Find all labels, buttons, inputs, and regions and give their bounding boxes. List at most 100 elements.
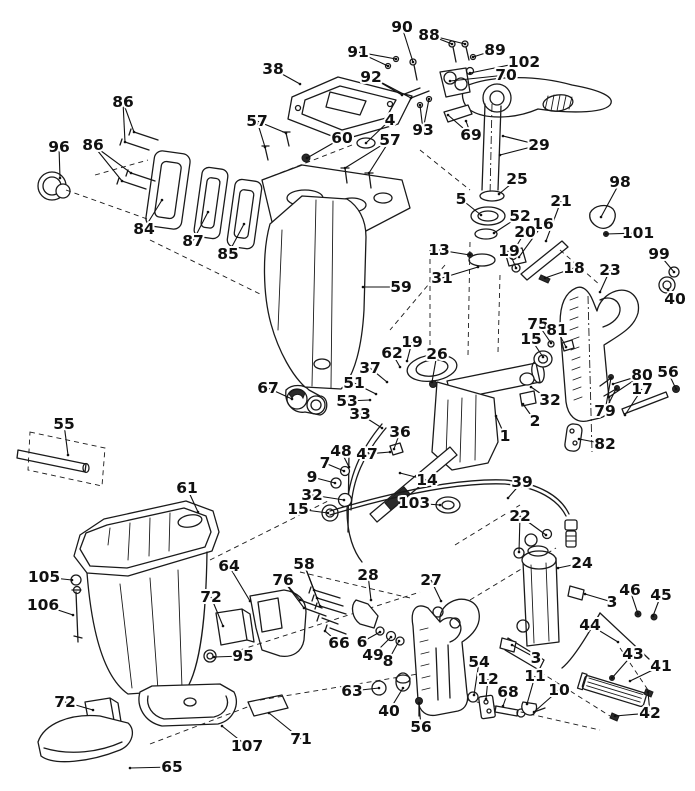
leader-line-24 [557,562,583,569]
leader-line-45 [652,594,662,617]
leader-line-7 [324,462,345,472]
plate-12 [478,694,496,720]
upper-seal-stack [467,190,680,294]
leader-line-52 [493,215,521,234]
leader-line-55 [63,423,69,456]
leader-line-68 [502,691,509,707]
transom-hardware [467,691,546,720]
callout-64-87: 64 [218,557,240,575]
linkage-curve [561,612,601,669]
leader-line-2 [522,403,536,422]
leader-tip [607,395,611,399]
leader-line-6 [361,631,381,643]
leader-tip [501,704,505,708]
callout-102-4: 102 [508,53,540,71]
leader-line-106 [42,604,74,616]
lever-28 [351,599,379,629]
callout-105-90: 105 [28,568,60,586]
callout-87-18: 87 [182,232,204,250]
leader-line-61 [186,487,199,513]
leader-tip [398,365,402,369]
callout-86-15: 86 [112,93,134,111]
leader-tip [386,64,390,68]
leader-tip [506,496,510,500]
leader-tip [417,701,421,705]
leader-tip [464,119,468,123]
callout-28-84: 28 [357,566,379,584]
leader-tip [361,285,365,289]
leader-line-60 [306,137,343,159]
leader-lines [42,26,678,770]
leader-line-80 [612,374,643,385]
callout-92-6: 92 [360,68,382,86]
leader-tip [91,708,95,712]
callout-57-13: 57 [379,131,401,149]
leader-tip [525,702,529,706]
leader-line-91 [357,51,389,67]
callout-60-11: 60 [331,129,353,147]
leader-line-51 [353,382,377,395]
leader-tip [446,113,450,117]
leader-line-105 [43,576,73,581]
bolts-86-upper [119,128,159,151]
lower-motor-cover-61 [37,500,431,763]
leader-line-56 [418,702,422,728]
leader-tip [333,481,337,485]
leader-tip [298,82,302,86]
leader-line-101 [605,232,639,235]
nut-95 [203,649,217,663]
leader-line-14 [399,472,428,481]
leader-tip [323,629,327,633]
plate-107 [138,683,237,727]
cushion-72-upper [215,608,255,646]
callout-91-2: 91 [347,43,369,61]
stern-bracket-23 [559,286,680,453]
callout-39-67: 39 [511,473,533,491]
leader-tip [120,179,124,183]
leader-line-53 [346,399,371,402]
leader-tip [302,606,306,610]
leader-tip [556,566,560,570]
leader-line-93 [422,98,430,131]
leader-tip [672,270,676,274]
callout-21-24: 21 [550,192,572,210]
callout-48-50: 48 [330,442,352,460]
leader-line-46 [629,589,639,615]
pin-3-upper [567,585,585,601]
leader-tip [378,630,382,634]
leader-line-33 [359,413,383,429]
callout-19-40: 19 [401,333,423,351]
seal-ring-4 [356,137,376,149]
leader-tip [544,239,548,243]
misc-hardware-left [316,599,423,717]
leader-tip [604,232,608,236]
leader-tip [610,676,614,680]
leader-line-9 [311,476,336,484]
leader-line-19 [508,250,517,269]
clip-81 [561,339,575,352]
leader-line-8 [387,640,400,662]
leader-tip [498,153,502,157]
leader-line-16 [518,223,544,258]
hose-39 [329,479,578,548]
leader-tip [430,380,434,384]
leader-tip [401,686,405,690]
callout-67-47: 67 [257,379,279,397]
callout-16-26: 16 [532,215,554,233]
leader-line-11 [526,675,536,705]
leader-line-92 [370,76,412,99]
callout-82-65: 82 [594,435,616,453]
leader-line-90 [401,26,414,63]
leader-line-15 [530,338,544,358]
leader-tip [418,103,422,107]
leader-tip [160,198,164,202]
callout-81-38: 81 [546,321,568,339]
leader-tip [58,176,62,180]
leader-line-17 [624,388,643,416]
callout-44-73: 44 [579,616,601,634]
hose-connector [564,519,578,531]
callout-11-80: 11 [524,667,546,685]
callout-13-29: 13 [428,241,450,259]
callout-20-27: 20 [514,223,536,241]
